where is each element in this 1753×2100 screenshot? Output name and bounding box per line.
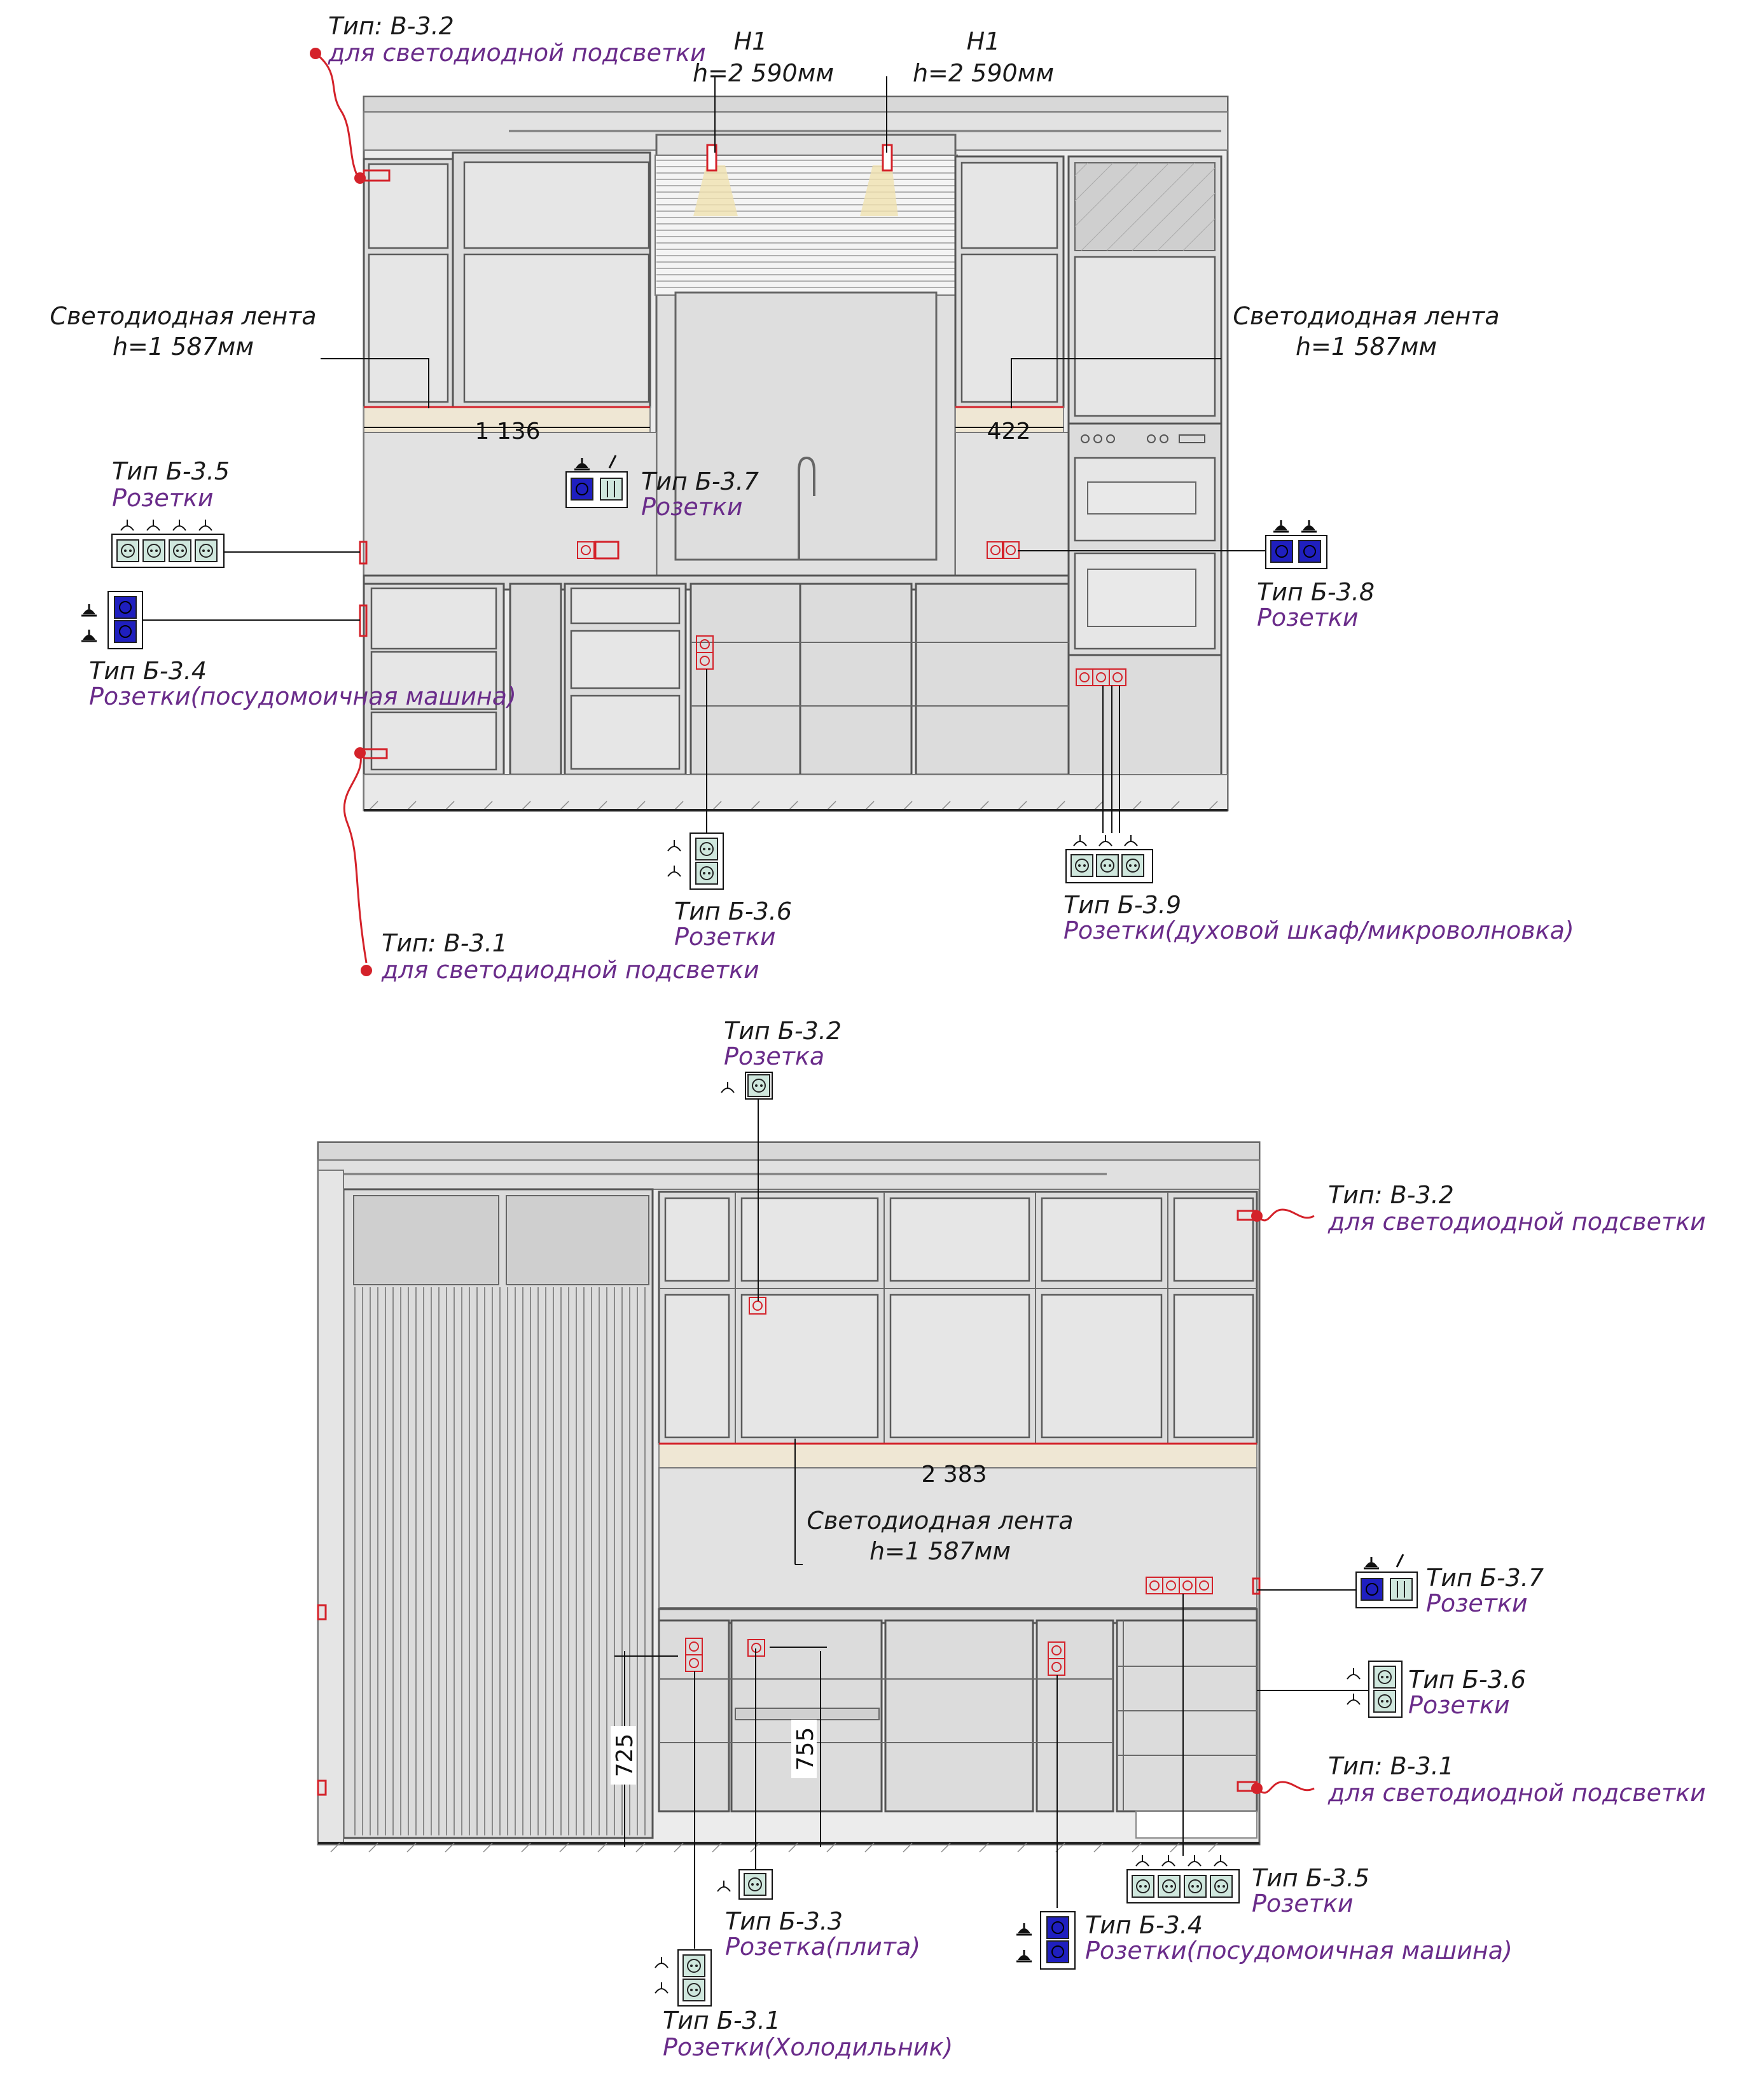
- dim-725: 725: [612, 1734, 638, 1778]
- socket-group-b38-top: [1265, 519, 1327, 569]
- b33-bottom-type: Тип Б-3.3: [725, 1907, 843, 1935]
- h1-right-name: H1: [967, 27, 1001, 55]
- b39-top-desc: Розетки(духовой шкаф/микроволновка): [1064, 916, 1574, 944]
- b32-bottom-type: Тип Б-3.2: [724, 1017, 842, 1045]
- v31-bottom-desc: для светодиодной подсветки: [1327, 1779, 1706, 1807]
- h1-left-name: H1: [734, 27, 768, 55]
- b35-top-desc: Розетки: [112, 484, 214, 512]
- dim-755: 755: [793, 1727, 819, 1771]
- socket-group-b36-top: [667, 832, 724, 890]
- b36-top-desc: Розетки: [674, 923, 776, 951]
- wall-socket-b37-top: [577, 541, 620, 560]
- b36-bottom-desc: Розетки: [1408, 1691, 1510, 1719]
- led-bottom-title: Светодиодная лента: [807, 1507, 1073, 1535]
- led-left-title: Светодиодная лента: [50, 302, 316, 330]
- b37-top-desc: Розетки: [641, 493, 743, 521]
- socket-group-b31-bottom: [655, 1949, 712, 2007]
- b36-bottom-type: Тип Б-3.6: [1408, 1666, 1526, 1694]
- b34-bottom-desc: Розетки(посудомоичная машина): [1085, 1937, 1513, 1965]
- v32-bottom-type: Тип: В-3.2: [1328, 1181, 1454, 1209]
- led-right-height: h=1 587мм: [1296, 333, 1437, 361]
- bottom-elevation: [317, 1072, 1418, 2007]
- socket-group-b36-bottom: [1347, 1661, 1403, 1718]
- top-elevation: [80, 48, 1327, 976]
- v31-bottom-type: Тип: В-3.1: [1328, 1752, 1454, 1780]
- b38-top-type: Тип Б-3.8: [1257, 578, 1375, 606]
- b37-top-type: Тип Б-3.7: [641, 467, 759, 495]
- mesh-panel-left: [353, 1195, 499, 1285]
- b36-top-type: Тип Б-3.6: [674, 897, 792, 925]
- b35-top-type: Тип Б-3.5: [112, 457, 230, 485]
- dim-422: 422: [987, 418, 1031, 445]
- led-right-title: Светодиодная лента: [1233, 302, 1499, 330]
- b33-bottom-desc: Розетка(плита): [725, 1933, 920, 1961]
- b37-bottom-desc: Розетки: [1426, 1589, 1528, 1617]
- dim-2383: 2 383: [921, 1461, 987, 1488]
- vertical-slats: [354, 1287, 646, 1835]
- marker-v31-bottom: [1237, 1781, 1315, 1794]
- b34-top-type: Тип Б-3.4: [89, 657, 207, 685]
- led-left-height: h=1 587мм: [113, 333, 254, 361]
- mesh-panel-right: [506, 1195, 649, 1285]
- marker-v32-top: [310, 48, 391, 184]
- socket-group-b34-top: [80, 591, 143, 649]
- v32-bottom-desc: для светодиодной подсветки: [1327, 1208, 1706, 1236]
- socket-group-b33-bottom: [717, 1869, 773, 1900]
- b31-bottom-type: Тип Б-3.1: [663, 2007, 780, 2034]
- led-bottom-height: h=1 587мм: [870, 1537, 1011, 1565]
- socket-group-b32-bottom: [721, 1072, 773, 1100]
- v31-top-desc: для светодиодной подсветки: [381, 956, 759, 984]
- led-strip-right: [955, 406, 1064, 433]
- v32-top-type: Тип: В-3.2: [328, 12, 454, 40]
- b35-bottom-desc: Розетки: [1252, 1889, 1354, 1917]
- faucet: [798, 456, 815, 560]
- spotlight-h1-right: [860, 76, 898, 216]
- cooktop: [735, 1708, 880, 1720]
- socket-group-b37-top: [565, 455, 628, 508]
- b34-top-desc: Розетки(посудомоичная машина): [89, 682, 516, 710]
- b32-bottom-desc: Розетка: [724, 1042, 824, 1070]
- b35-bottom-type: Тип Б-3.5: [1252, 1864, 1369, 1892]
- oven-control-knobs: [1081, 434, 1205, 443]
- socket-group-b34-bottom: [1015, 1911, 1076, 1970]
- b37-bottom-type: Тип Б-3.7: [1426, 1564, 1544, 1592]
- dim-1136: 1 136: [475, 418, 540, 445]
- spotlight-h1-left: [693, 76, 738, 216]
- b34-bottom-type: Тип Б-3.4: [1085, 1911, 1203, 1939]
- marker-v31-top: [343, 747, 388, 976]
- b31-bottom-desc: Розетки(Холодильник): [663, 2033, 953, 2061]
- socket-group-b39-top: [1065, 834, 1153, 883]
- led-strip-bottom: [658, 1443, 1258, 1468]
- led-strip-left: [363, 406, 651, 433]
- b39-top-type: Тип Б-3.9: [1064, 891, 1181, 919]
- window-blinds: [655, 155, 958, 296]
- marker-v32-bottom: [1237, 1208, 1315, 1222]
- v31-top-type: Тип: В-3.1: [382, 929, 508, 957]
- socket-group-b35-top: [111, 519, 225, 568]
- h1-right-height: h=2 590мм: [913, 59, 1054, 87]
- v32-top-desc: для светодиодной подсветки: [328, 39, 706, 67]
- socket-group-b35-bottom: [1126, 1855, 1240, 1903]
- h1-left-height: h=2 590мм: [693, 59, 834, 87]
- b38-top-desc: Розетки: [1257, 604, 1359, 632]
- socket-group-b37-bottom: [1355, 1554, 1418, 1608]
